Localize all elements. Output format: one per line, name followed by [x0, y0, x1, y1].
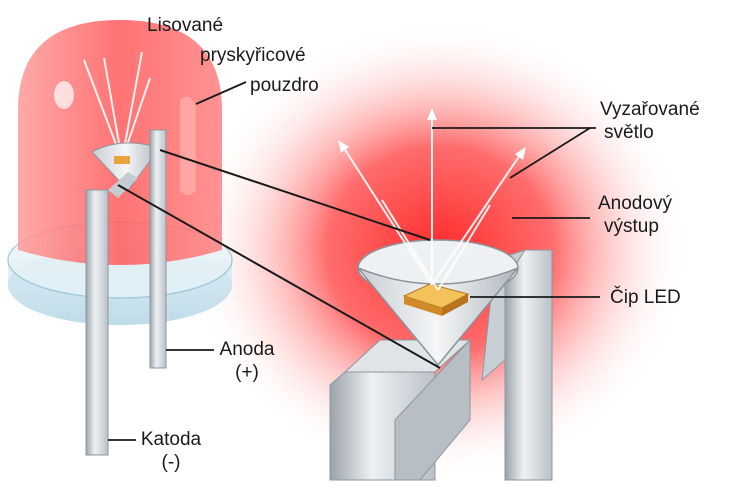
cathode-label-line1: Katoda: [138, 428, 204, 451]
housing-label-line1: Lisované: [147, 14, 223, 37]
anode-label: Anoda (+): [216, 338, 278, 384]
anode-output-label-line1: Anodový: [598, 192, 672, 215]
housing-label-line3: pouzdro: [250, 74, 319, 97]
light-label: Vyzařované světlo: [600, 98, 700, 144]
housing-label-line2: pryskyřicové: [200, 44, 306, 67]
chip-label: Čip LED: [610, 286, 681, 309]
cathode-label: Katoda (-): [138, 428, 204, 474]
anode-output-label-line2: výstup: [598, 215, 672, 238]
housing-label-cont: pryskyřicové: [200, 44, 306, 67]
anode-label-line2: (+): [216, 361, 278, 384]
light-label-line1: Vyzařované: [600, 98, 700, 121]
light-label-line2: světlo: [600, 121, 700, 144]
led-housing-icon: [8, 20, 232, 455]
housing-label-cont2: pouzdro: [250, 74, 319, 97]
cathode-label-line2: (-): [138, 451, 204, 474]
anode-output-label: Anodový výstup: [598, 192, 672, 238]
chip-label-text: Čip LED: [610, 286, 681, 309]
housing-label: Lisované: [147, 14, 223, 37]
anode-label-line1: Anoda: [216, 338, 278, 361]
